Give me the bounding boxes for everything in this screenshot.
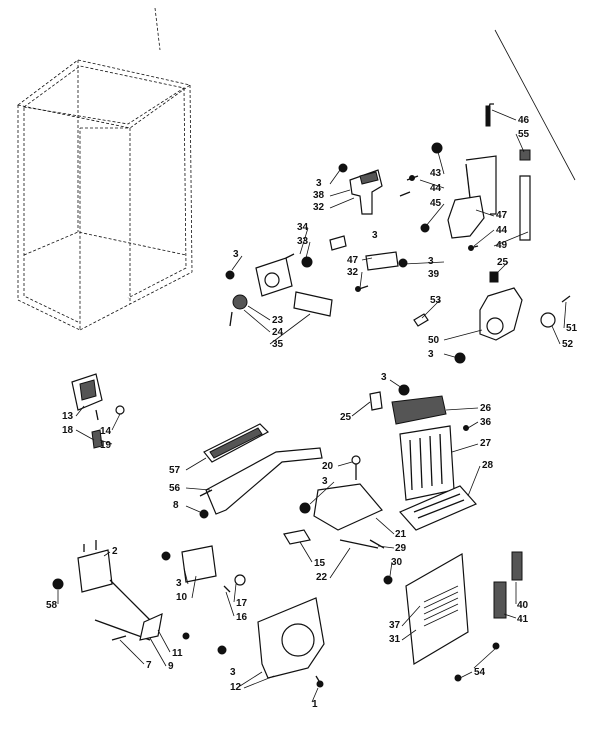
fan-shroud	[257, 597, 325, 688]
callout-label: 11	[172, 648, 183, 659]
light-socket-assembly	[413, 271, 571, 364]
callout-label: 14	[100, 426, 112, 437]
callout-label: 22	[316, 572, 328, 583]
callout-label: 9	[168, 661, 174, 672]
callout-label: 16	[236, 612, 248, 623]
callout-label: 51	[566, 323, 578, 334]
callout-label: 3	[381, 372, 387, 383]
callout-label: 55	[518, 129, 530, 140]
callout-label: 1	[312, 699, 318, 710]
callout-label: 41	[517, 614, 529, 625]
callout-label: 47	[496, 210, 508, 221]
fan-bracket	[161, 545, 246, 655]
callout-label: 52	[562, 339, 574, 350]
callout-label: 35	[272, 339, 284, 350]
callout-label: 21	[395, 529, 407, 540]
damper-parts	[285, 235, 408, 292]
shelf-assembly	[283, 455, 393, 585]
callout-label: 46	[518, 115, 530, 126]
callout-label: 40	[517, 600, 529, 611]
callout-label: 29	[395, 543, 407, 554]
cabinet-outline	[17, 7, 193, 331]
boundary-line	[494, 29, 576, 181]
thermostat-bracket	[420, 103, 531, 251]
callout-label: 10	[176, 592, 188, 603]
callout-label: 39	[428, 269, 440, 280]
callout-labels: 3 38 32 43 44 45 46 55 3 47 44 49 34 33 …	[46, 115, 578, 710]
callout-label: 3	[428, 349, 434, 360]
callout-label: 34	[297, 222, 309, 233]
callout-label: 7	[146, 660, 152, 671]
callout-label: 23	[272, 315, 284, 326]
callout-label: 47	[347, 255, 359, 266]
control-housing	[338, 142, 443, 215]
callout-label: 13	[62, 411, 74, 422]
callout-label: 3	[230, 667, 236, 678]
callout-label: 15	[314, 558, 326, 569]
callout-label: 26	[480, 403, 492, 414]
callout-label: 3	[176, 578, 182, 589]
callout-label: 32	[313, 202, 325, 213]
callout-label: 53	[430, 295, 442, 306]
callout-label: 49	[496, 240, 508, 251]
callout-label: 31	[389, 634, 401, 645]
callout-label: 2	[112, 546, 118, 557]
callout-label: 8	[173, 500, 179, 511]
callout-label: 38	[313, 190, 325, 201]
leader-lines	[57, 109, 567, 703]
callout-label: 58	[46, 600, 58, 611]
callout-label: 28	[482, 460, 494, 471]
callout-label: 3	[372, 230, 378, 241]
callout-label: 54	[474, 667, 486, 678]
callout-label: 50	[428, 335, 440, 346]
callout-label: 24	[272, 327, 284, 338]
callout-label: 25	[340, 412, 352, 423]
callout-label: 3	[428, 256, 434, 267]
callout-label: 33	[297, 236, 309, 247]
callout-label: 43	[430, 168, 442, 179]
callout-label: 30	[391, 557, 403, 568]
control-panel	[405, 551, 523, 682]
callout-label: 36	[480, 417, 492, 428]
callout-label: 27	[480, 438, 492, 449]
callout-label: 17	[236, 598, 248, 609]
callout-label: 3	[233, 249, 239, 260]
callout-label: 3	[316, 178, 322, 189]
fan-motor-mount	[225, 257, 333, 327]
callout-label: 20	[322, 461, 334, 472]
callout-label: 32	[347, 267, 359, 278]
callout-label: 37	[389, 620, 401, 631]
callout-label: 25	[497, 257, 509, 268]
callout-label: 56	[169, 483, 181, 494]
callout-label: 57	[169, 465, 181, 476]
callout-label: 19	[100, 440, 112, 451]
callout-label: 12	[230, 682, 242, 693]
callout-label: 44	[430, 183, 442, 194]
fan-motor	[52, 540, 190, 641]
callout-label: 3	[322, 476, 328, 487]
callout-label: 45	[430, 198, 442, 209]
door-switch	[71, 373, 125, 449]
callout-label: 18	[62, 425, 74, 436]
grille-assembly	[369, 384, 477, 531]
callout-label: 44	[496, 225, 508, 236]
evaporator-cover	[199, 423, 323, 519]
